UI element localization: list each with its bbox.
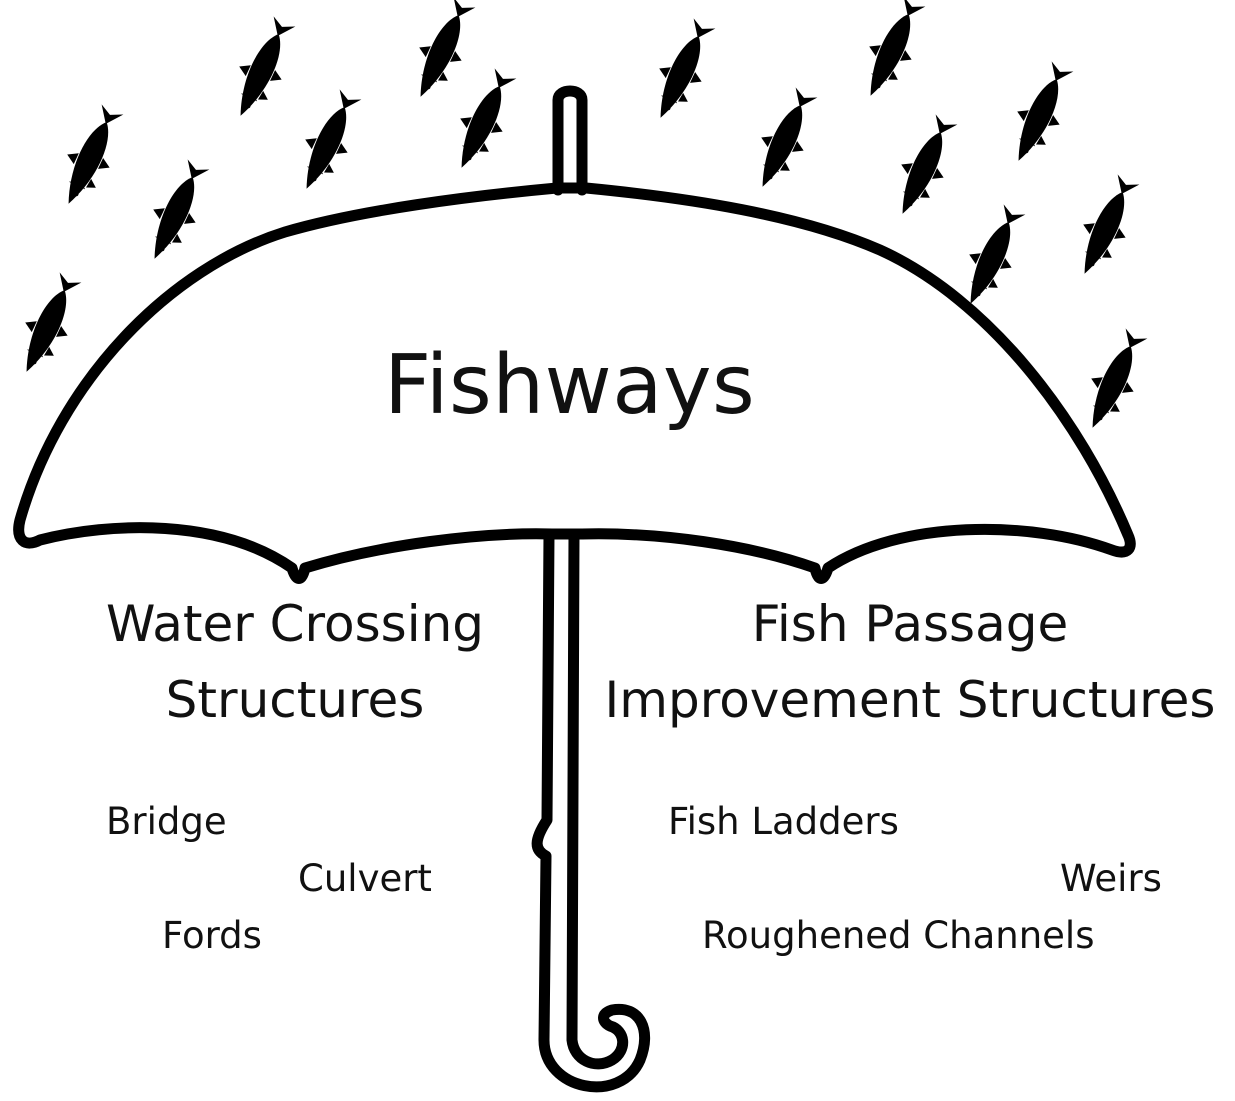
fish-icon xyxy=(48,100,133,213)
fish-icon xyxy=(286,85,371,198)
fish-icon xyxy=(640,14,725,127)
fish-icon xyxy=(400,0,485,106)
category-fish-passage-label: Fish Passage Improvement Structures xyxy=(590,586,1230,738)
fish-icon xyxy=(998,57,1083,170)
fish-icon xyxy=(6,268,91,381)
item-fish-ladders: Fish Ladders xyxy=(668,800,899,843)
category-label-line: Improvement Structures xyxy=(604,671,1216,729)
item-fords: Fords xyxy=(162,914,262,957)
fish-icon xyxy=(220,12,305,125)
category-label-line: Structures xyxy=(165,671,425,729)
category-label-line: Fish Passage xyxy=(751,595,1069,653)
fish-icon xyxy=(1072,324,1157,437)
category-label-line: Water Crossing xyxy=(105,595,485,653)
item-bridge: Bridge xyxy=(106,800,227,843)
fish-icon xyxy=(950,200,1035,313)
fish-icon xyxy=(134,155,219,268)
fish-icon xyxy=(882,110,967,223)
diagram-title: Fishways xyxy=(384,338,756,433)
item-culvert: Culvert xyxy=(298,857,432,900)
fish-icon xyxy=(742,83,827,196)
fish-icon xyxy=(1064,170,1149,283)
item-weirs: Weirs xyxy=(1060,857,1162,900)
fish-icon xyxy=(850,0,935,105)
category-water-crossing-label: Water Crossing Structures xyxy=(90,586,500,738)
fish-icon xyxy=(441,64,526,177)
item-roughened-channels: Roughened Channels xyxy=(702,914,1095,957)
